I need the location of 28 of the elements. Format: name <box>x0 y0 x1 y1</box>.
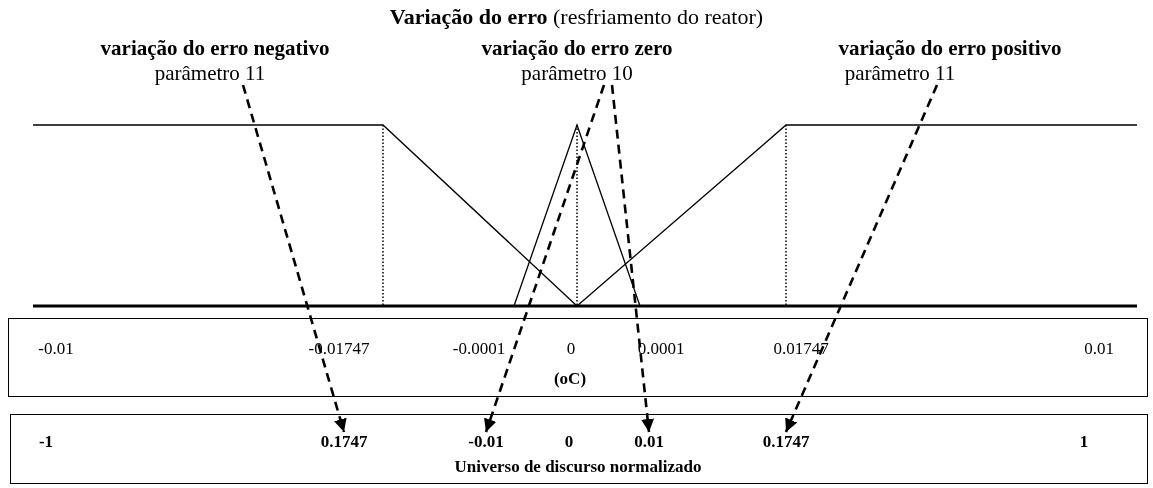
axis-value: -0.0001 <box>452 339 506 359</box>
dashed-arrow <box>784 84 939 433</box>
unit-label: (oC) <box>553 369 587 389</box>
category-heading: variação do erro negativo <box>99 35 331 61</box>
diagram-title: Variação do erro (resfriamento do reator) <box>388 4 765 30</box>
axis-value: 0.01747 <box>773 339 829 359</box>
scale-box <box>10 414 1148 484</box>
normalized-value: 0.1747 <box>762 432 810 452</box>
dashed-arrow <box>241 84 347 433</box>
axis-title: Universo de discurso normalizado <box>454 457 702 477</box>
dashed-arrow <box>484 84 606 433</box>
normalized-value: 0.01 <box>634 432 664 452</box>
dashed-arrow <box>610 84 655 433</box>
axis-value: 0.01 <box>1084 339 1114 359</box>
axis-value: -0.01747 <box>308 339 370 359</box>
parameter-label: parâmetro 11 <box>843 61 957 85</box>
axis-value: 0.0001 <box>637 339 685 359</box>
axis-value: 0 <box>566 339 576 359</box>
parameter-label: parâmetro 10 <box>520 61 634 85</box>
parameter-label: parâmetro 11 <box>153 61 267 85</box>
normalized-value: -1 <box>38 432 54 452</box>
category-heading: variação do erro positivo <box>837 35 1063 61</box>
axis-value: -0.01 <box>38 339 74 359</box>
normalized-value: 0 <box>564 432 574 452</box>
normalized-value: -0.01 <box>468 432 504 452</box>
normalized-value: 1 <box>1079 432 1089 452</box>
normalized-value: 0.1747 <box>320 432 368 452</box>
category-heading: variação do erro zero <box>480 35 674 61</box>
